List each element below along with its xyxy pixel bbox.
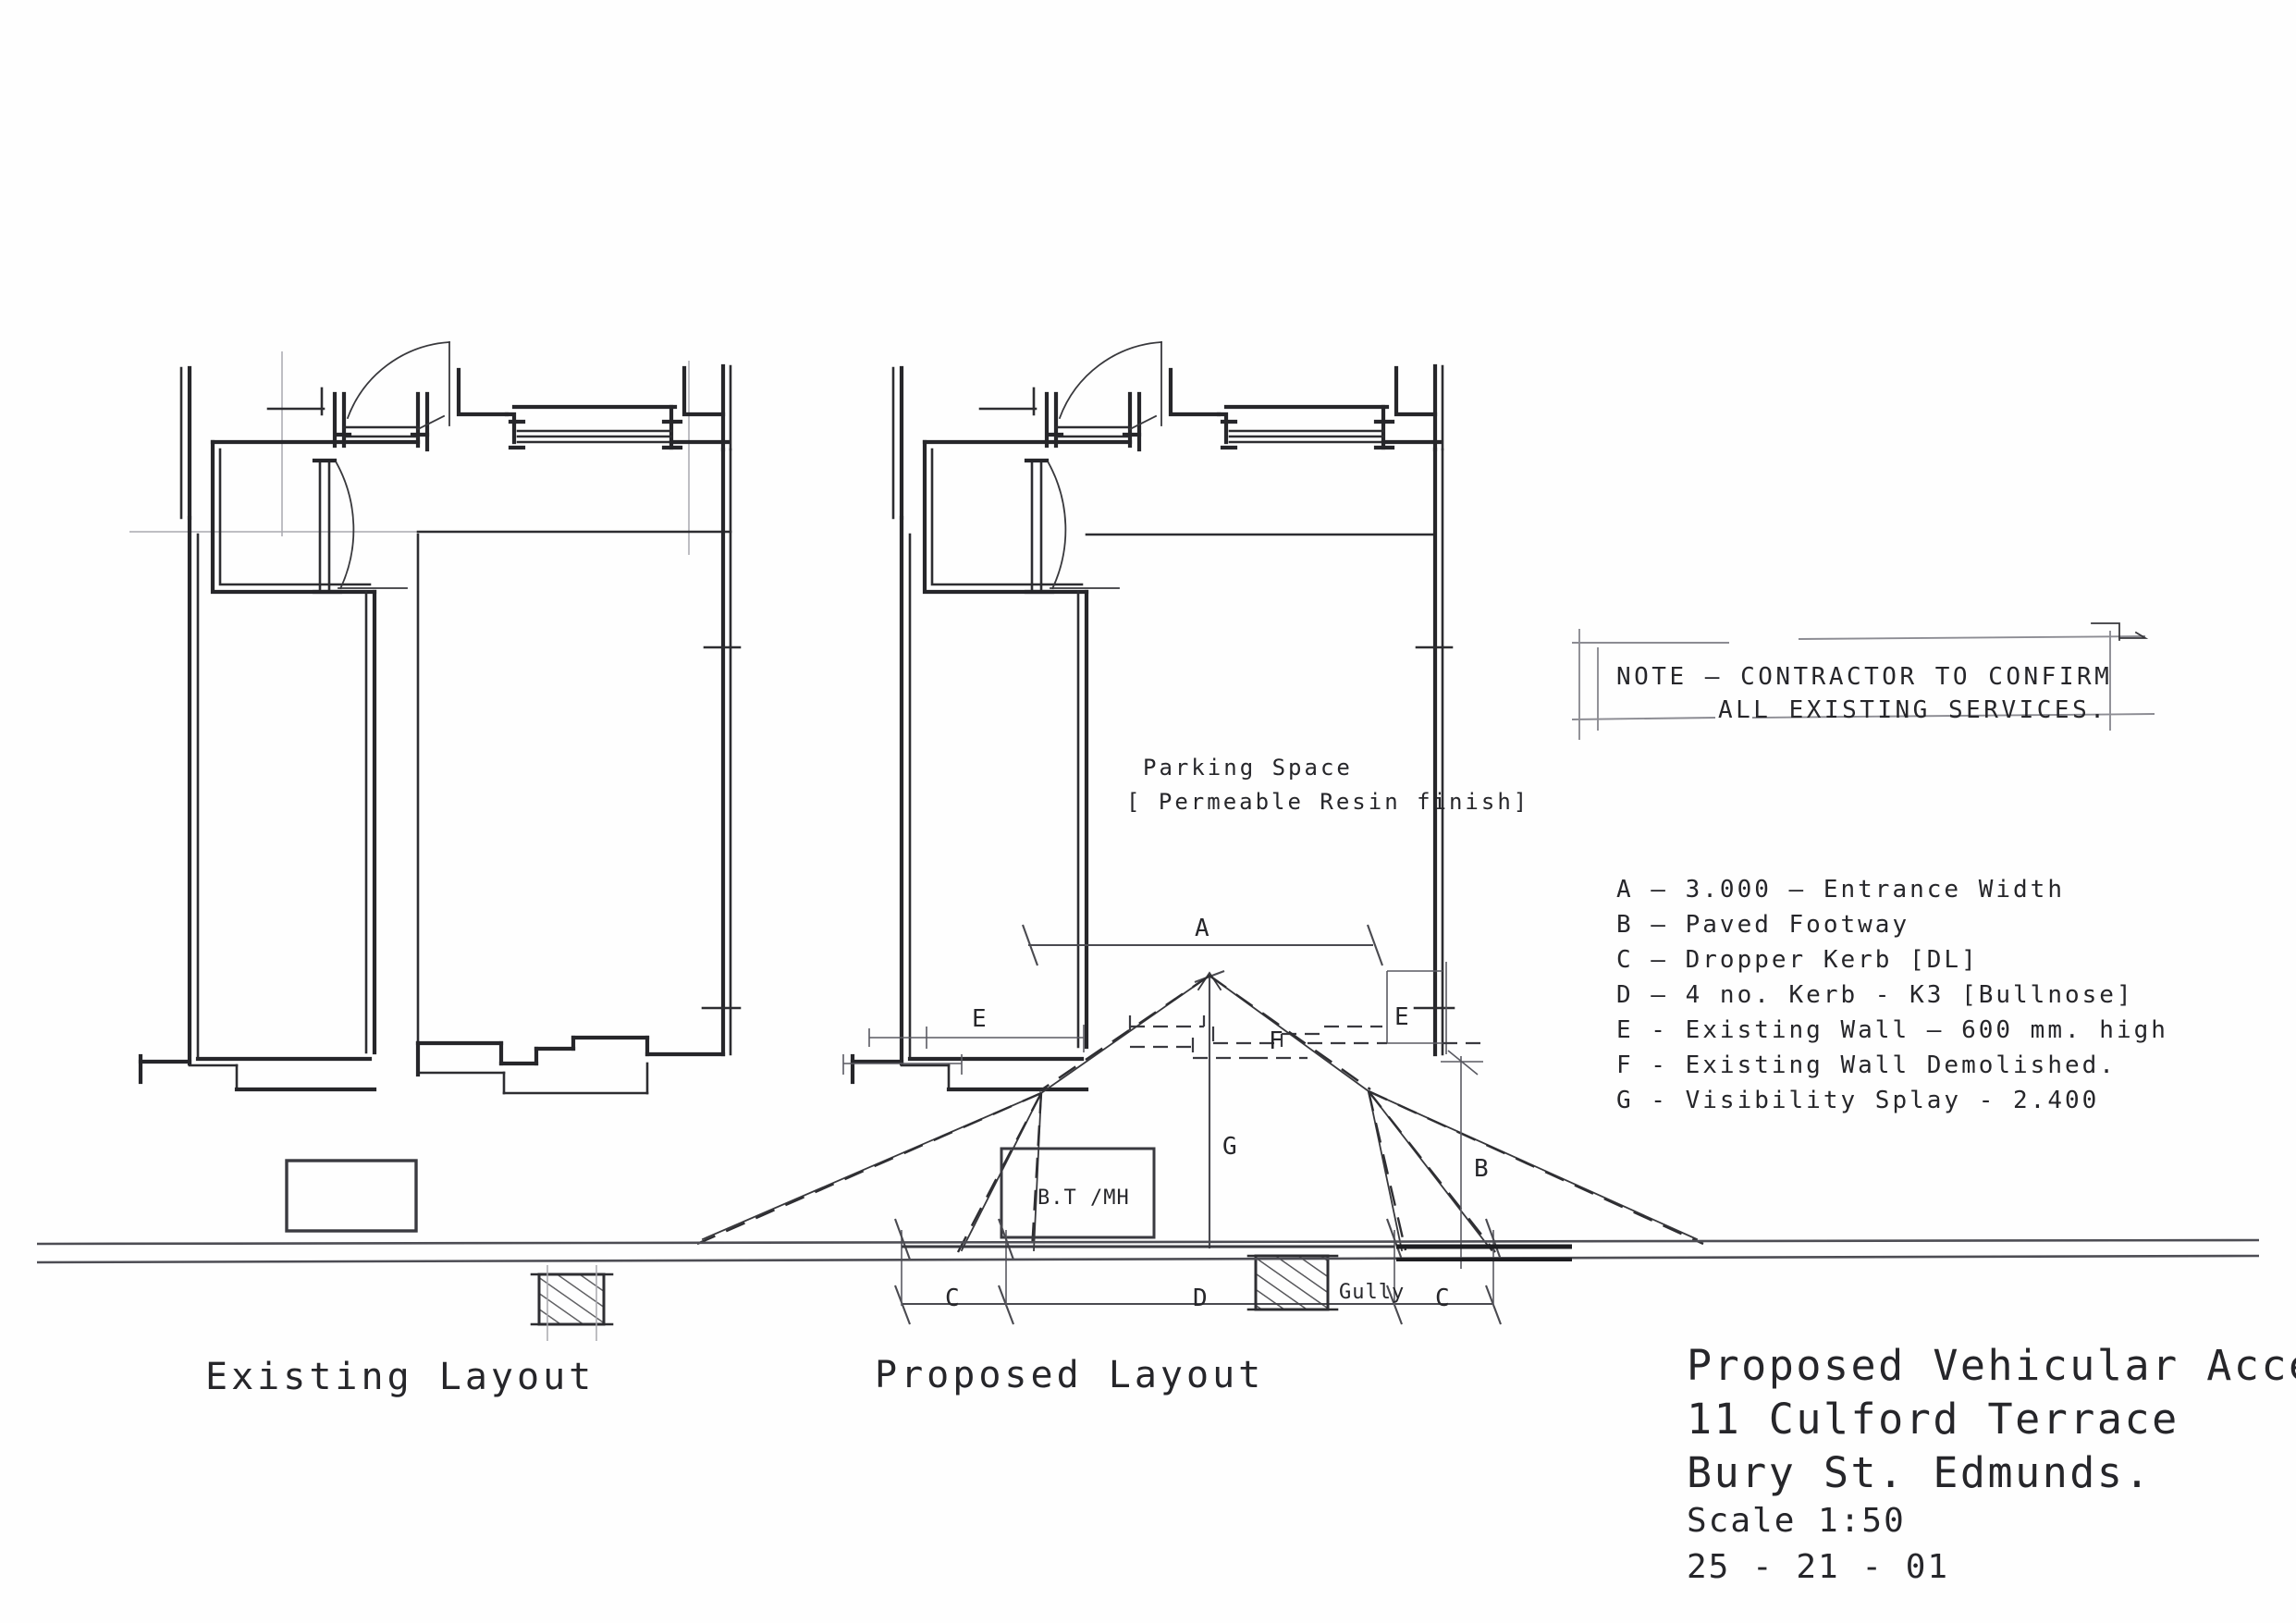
label-b-on-plan: B (1474, 1155, 1490, 1183)
visibility-splay-g (1194, 970, 1225, 1248)
title-drawing-number: 25 - 21 - 01 (1687, 1548, 1949, 1586)
existing-yard-boundary (138, 447, 742, 1095)
note-line-2: ALL EXISTING SERVICES. (1718, 696, 2107, 724)
existing-layout-caption: Existing Layout (205, 1356, 595, 1398)
proposed-parking-yard (850, 447, 1455, 1092)
existing-feature-rect (285, 1159, 418, 1233)
note-line-1: NOTE — CONTRACTOR TO CONFIRM (1616, 663, 2112, 691)
title-line-2: 11 Culford Terrace (1687, 1395, 2179, 1444)
label-e-right-on-plan: E (1394, 1003, 1410, 1031)
proposed-layout-plan (696, 341, 1704, 1325)
key-item-a: A — 3.000 — Entrance Width (1616, 876, 2065, 904)
dimension-e-right (1378, 962, 1447, 1054)
label-c-right-on-plan: C (1435, 1285, 1451, 1312)
key-item-e: E - Existing Wall — 600 mm. high (1616, 1016, 2168, 1044)
label-c-left-on-plan: C (945, 1285, 961, 1312)
key-item-b: B – Paved Footway (1616, 911, 1909, 939)
key-item-g: G - Visibility Splay - 2.400 (1616, 1087, 2099, 1114)
existing-building-walls (179, 341, 732, 595)
gully-symbol-proposed (1246, 1254, 1339, 1311)
dimension-b-footway (1441, 1050, 1483, 1269)
existing-layout-plan (129, 341, 742, 1233)
label-bt-mh: B.T /MH (1037, 1187, 1130, 1210)
label-e-left-on-plan: E (972, 1005, 988, 1033)
street-edge (36, 1238, 2260, 1264)
title-scale: Scale 1:50 (1687, 1502, 1906, 1540)
key-item-f: F - Existing Wall Demolished. (1616, 1051, 2117, 1079)
splay-sight-lines (696, 974, 1704, 1253)
label-gully: Gully (1339, 1281, 1405, 1304)
title-line-1: Proposed Vehicular Access (1687, 1341, 2296, 1390)
proposed-building-walls (891, 341, 1444, 595)
key-item-d: D – 4 no. Kerb - K3 [Bullnose] (1616, 981, 2134, 1009)
gully-symbol-existing (530, 1265, 614, 1341)
title-line-3: Bury St. Edmunds. (1687, 1448, 2152, 1497)
parking-space-label-line1: Parking Space (1143, 755, 1353, 781)
label-a-on-plan: A (1195, 915, 1210, 942)
dimension-a-entrance-width (1022, 924, 1383, 966)
label-d-on-plan: D (1193, 1285, 1209, 1312)
key-item-c: C — Dropper Kerb [DL] (1616, 946, 1979, 974)
parking-space-label-line2: [ Permeable Resin finish] (1126, 789, 1529, 815)
proposed-layout-caption: Proposed Layout (875, 1354, 1264, 1396)
label-g-on-plan: G (1222, 1133, 1238, 1161)
note-box-frame (1571, 622, 2155, 740)
dimension-e-left (842, 1025, 1085, 1075)
label-f-on-plan: F (1269, 1027, 1284, 1055)
bt-mh-box (1000, 1147, 1156, 1239)
